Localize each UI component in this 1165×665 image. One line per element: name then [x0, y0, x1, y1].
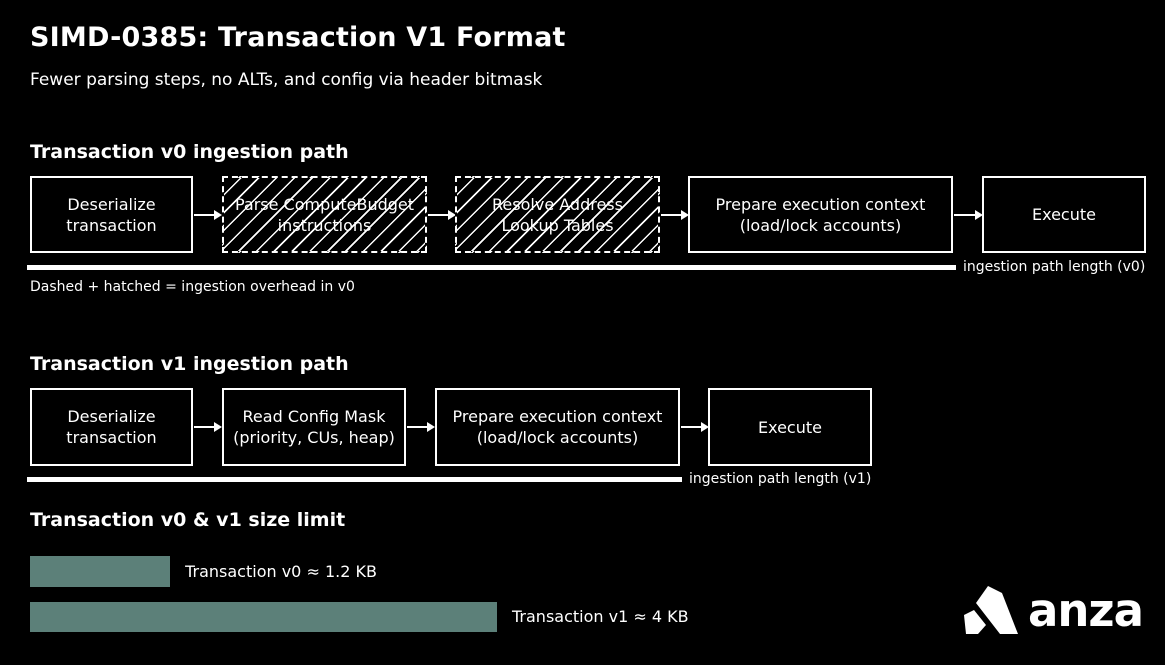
v1-path-length-bar	[27, 477, 682, 482]
v1-step-execute: Execute	[708, 388, 872, 466]
v0-arrow-4	[954, 210, 983, 220]
v0-step-execute: Execute	[982, 176, 1146, 253]
v1-arrow-2	[407, 422, 435, 432]
v0-arrow-2	[428, 210, 456, 220]
v0-step-parse-compute-budget: Parse ComputeBudget instructions	[222, 176, 427, 253]
v0-path-length-label: ingestion path length (v0)	[963, 259, 1146, 275]
page-title: SIMD-0385: Transaction V1 Format	[30, 22, 566, 53]
v0-overhead-note: Dashed + hatched = ingestion overhead in…	[30, 279, 355, 295]
v0-size-label: Transaction v0 ≈ 1.2 KB	[185, 562, 377, 581]
anza-logo-icon	[962, 585, 1020, 639]
v0-path-length-bar	[27, 265, 956, 270]
v1-section-heading: Transaction v1 ingestion path	[30, 353, 349, 375]
v0-arrow-1	[194, 210, 222, 220]
v0-section-heading: Transaction v0 ingestion path	[30, 141, 349, 163]
v1-step-prepare-context: Prepare execution context (load/lock acc…	[435, 388, 680, 466]
page-subtitle: Fewer parsing steps, no ALTs, and config…	[30, 70, 543, 90]
v1-step-deserialize: Deserialize transaction	[30, 388, 193, 466]
v0-arrow-3	[661, 210, 689, 220]
v1-arrow-1	[194, 422, 222, 432]
anza-logo-text: anza	[1028, 584, 1144, 637]
v0-size-bar	[30, 556, 171, 587]
v1-path-length-label: ingestion path length (v1)	[689, 471, 872, 487]
v1-size-label: Transaction v1 ≈ 4 KB	[512, 607, 689, 626]
v1-step-read-config-mask: Read Config Mask (priority, CUs, heap)	[222, 388, 406, 466]
v1-arrow-3	[681, 422, 709, 432]
v0-step-prepare-context: Prepare execution context (load/lock acc…	[688, 176, 953, 253]
size-section-heading: Transaction v0 & v1 size limit	[30, 509, 346, 531]
v1-size-bar	[30, 602, 497, 632]
v0-step-resolve-alt: Resolve Address Lookup Tables	[455, 176, 660, 253]
v0-step-deserialize: Deserialize transaction	[30, 176, 193, 253]
